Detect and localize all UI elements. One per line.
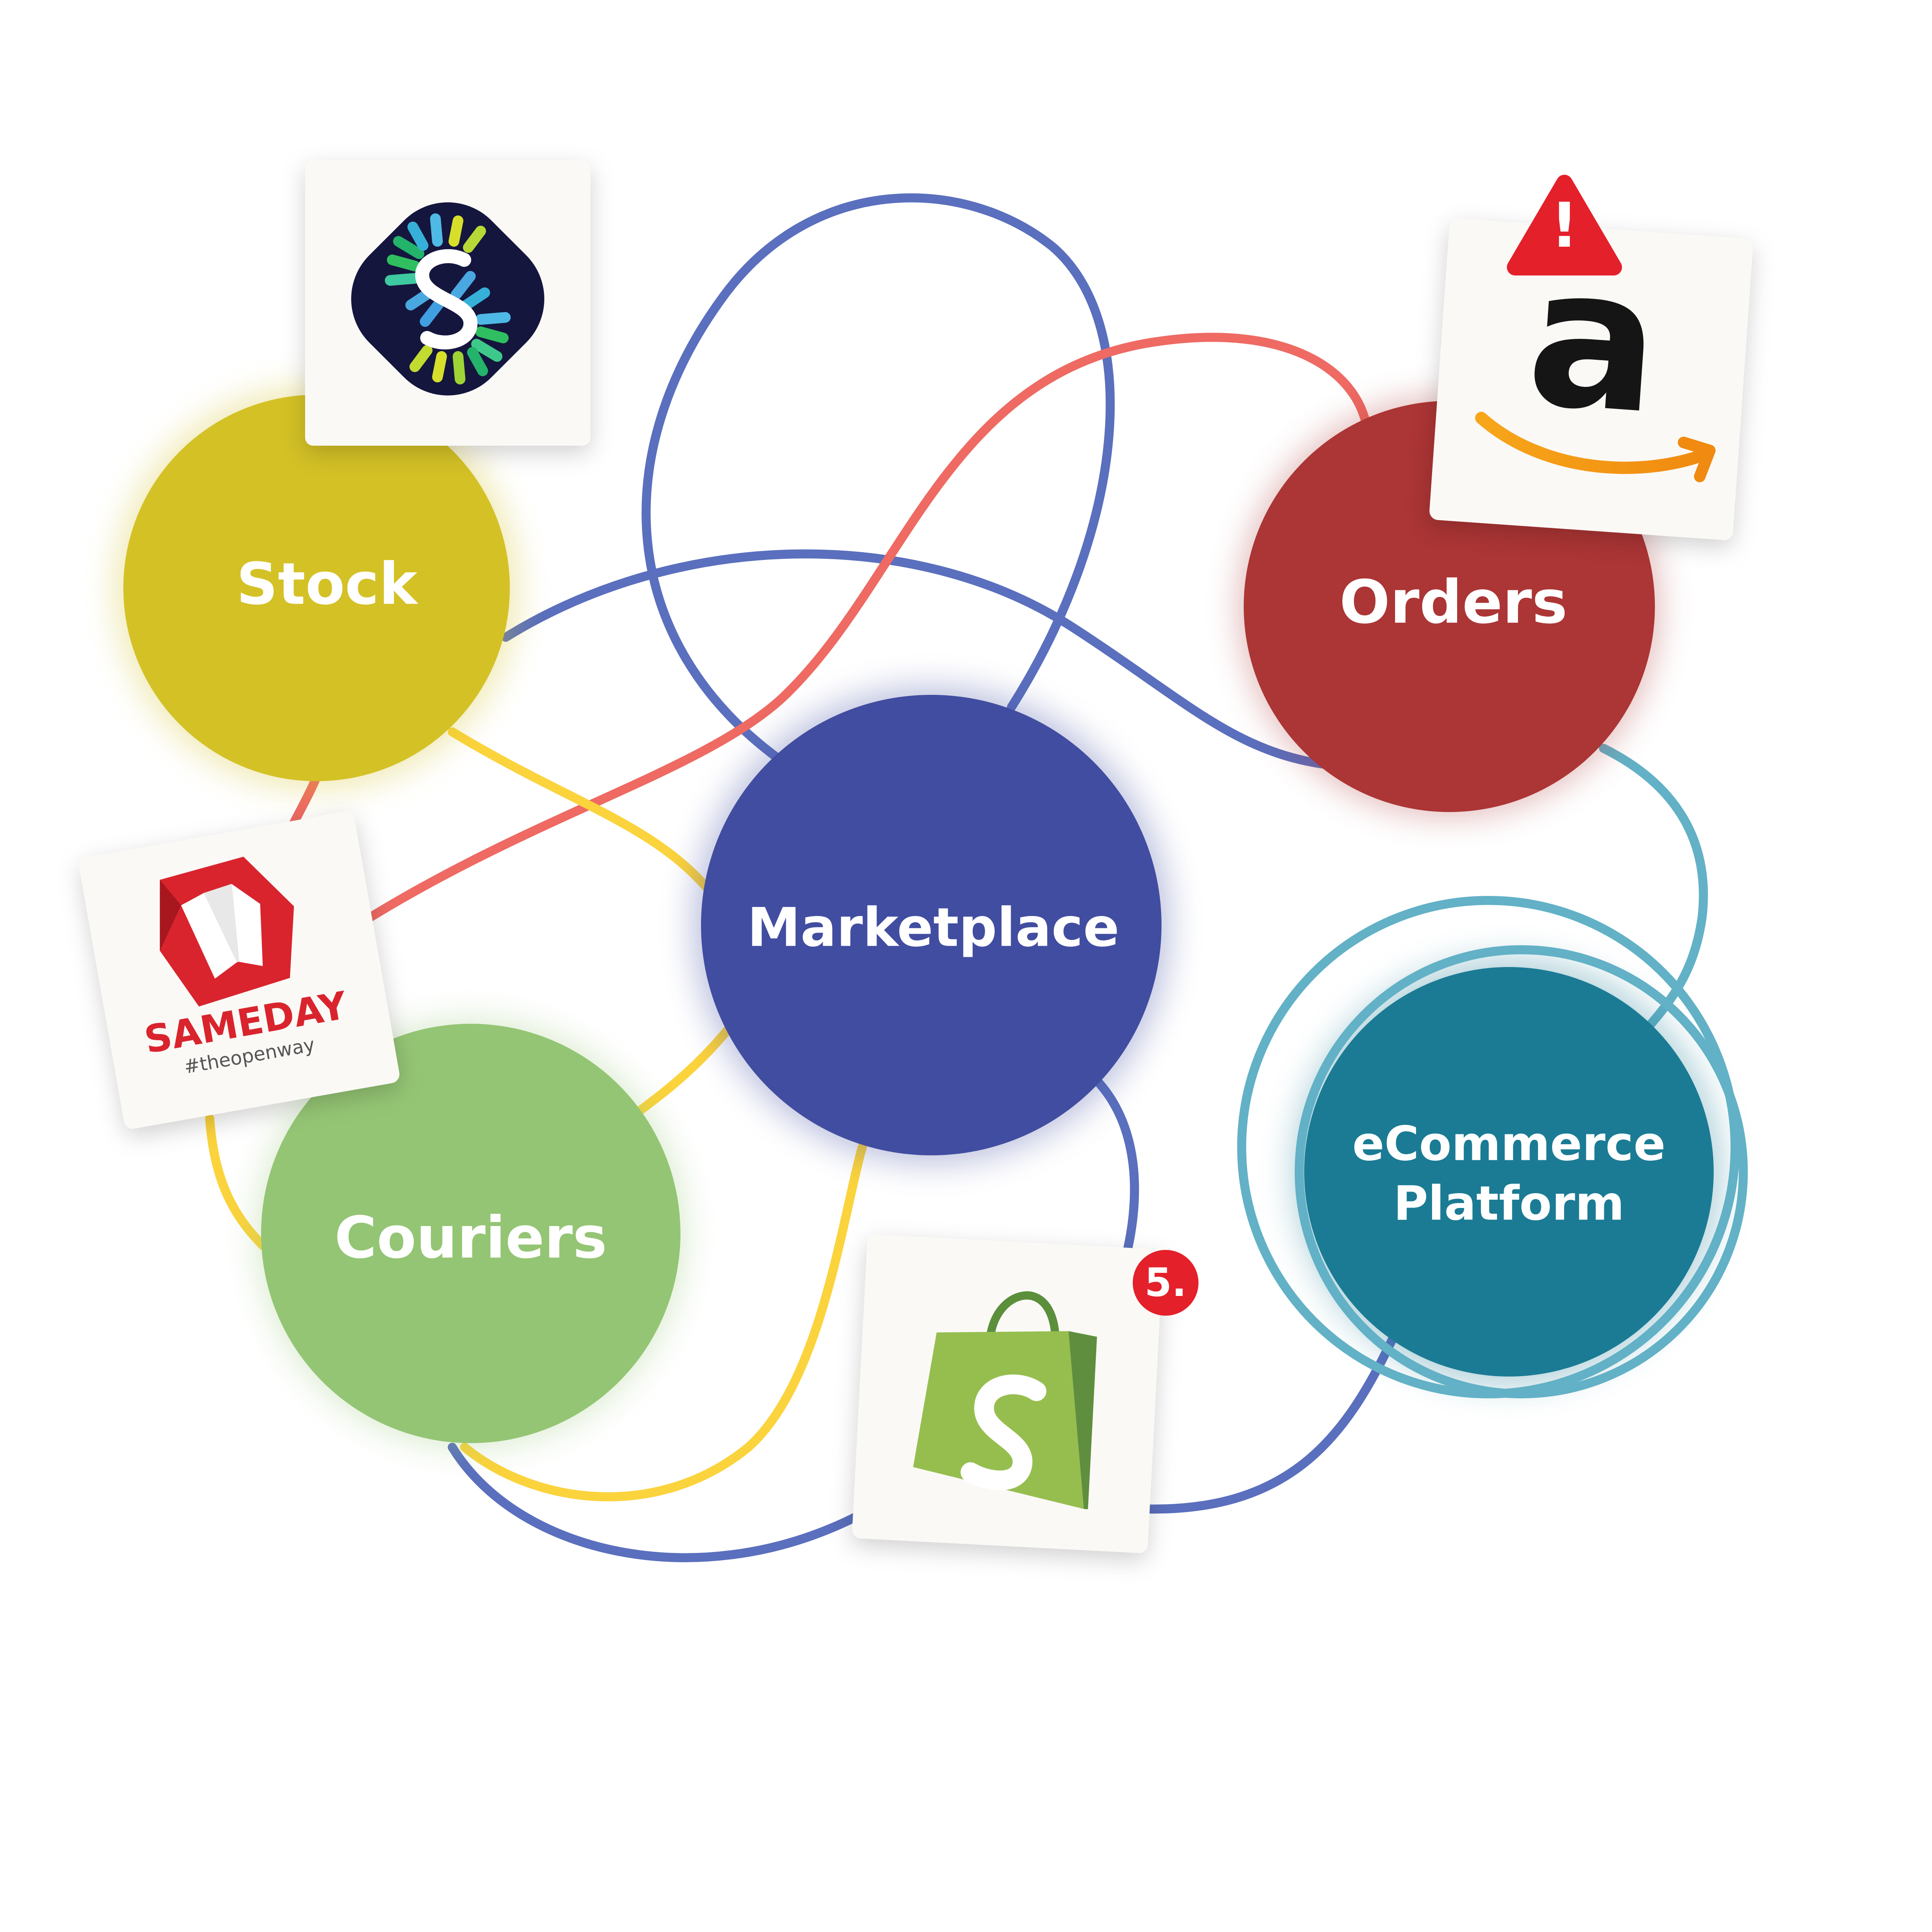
connector-yellow-stock-marketplace [448, 727, 712, 893]
shopify-bag-icon [913, 1291, 1097, 1509]
warning-icon-mark: ! [1550, 190, 1578, 261]
connector-lines [205, 193, 1708, 1562]
connector-blue-top-loop [641, 193, 1115, 765]
ecommerce-label-line2: Platform [1393, 1176, 1624, 1231]
connector-blue-bottom [448, 1443, 860, 1562]
ecommerce-circle [1304, 967, 1714, 1377]
couriers-label: Couriers [335, 1205, 607, 1272]
marketplace-circle [701, 695, 1162, 1155]
stock-circle [123, 395, 510, 781]
couriers-circle [261, 1024, 680, 1443]
marketplace-label: Marketplace [747, 896, 1119, 959]
warning-icon: ! [1507, 175, 1622, 275]
node-couriers[interactable]: Couriers [261, 1024, 680, 1443]
connector-yellow-couriers-left [205, 1114, 268, 1250]
shop-count-badge-bg [1133, 1250, 1199, 1316]
shop-logo-card[interactable] [852, 1234, 1164, 1554]
node-marketplace[interactable]: Marketplace [701, 695, 1162, 1155]
ecommerce-label-line1: eCommerce [1352, 1117, 1666, 1172]
connector-blue-marketplace-shop [1089, 1073, 1139, 1259]
ecommerce-ring [1237, 896, 1748, 1398]
s-spark-logo-icon [351, 202, 544, 396]
node-ecommerce[interactable]: eCommerce Platform [1304, 967, 1714, 1377]
connector-blue-shop-ecom [1138, 1332, 1398, 1514]
stock-logo-card[interactable] [305, 160, 590, 446]
connector-yellow-bottom [460, 1138, 868, 1502]
couriers-logo-card[interactable]: SAMEDAY #theopenway [78, 810, 401, 1130]
shop-count-badge-text: 5. [1145, 1260, 1187, 1305]
ecommerce-ring-inner [1295, 945, 1748, 1398]
shop-count-badge: 5. [1133, 1250, 1199, 1316]
node-stock[interactable]: Stock [123, 395, 510, 781]
connector-blue-stock-orders [501, 549, 1333, 769]
stock-label: Stock [236, 551, 419, 618]
orders-label: Orders [1340, 568, 1568, 637]
